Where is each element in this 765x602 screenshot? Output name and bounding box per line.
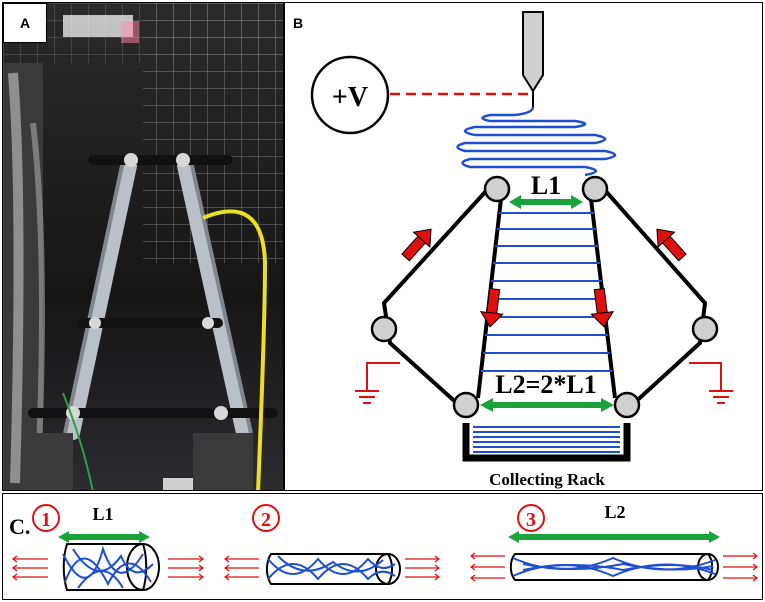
step-3-number: 3 bbox=[526, 509, 536, 531]
panel-b-label: B bbox=[293, 15, 304, 31]
panel-a-label: A bbox=[3, 3, 47, 43]
needle-icon bbox=[522, 11, 544, 107]
red-arrow-right-down bbox=[590, 287, 615, 328]
schematic-panel: B +V bbox=[284, 2, 763, 491]
step-1-number: 1 bbox=[41, 509, 51, 531]
red-arrow-left-up bbox=[401, 228, 432, 262]
photo-panel: A bbox=[2, 2, 284, 491]
roller-icon bbox=[370, 175, 719, 419]
bundle-1 bbox=[62, 543, 160, 591]
fiber-bundle-panel: C. 1 L1 2 bbox=[2, 493, 763, 600]
bundle-2 bbox=[265, 553, 401, 585]
l1-label: L1 bbox=[531, 171, 561, 200]
step-2-number: 2 bbox=[261, 509, 271, 531]
red-arrow-left-down bbox=[479, 287, 504, 328]
step-2-marker bbox=[252, 504, 280, 532]
ground-left-icon bbox=[355, 362, 400, 404]
bundle-diagram: C. 1 L1 2 bbox=[9, 502, 758, 591]
panel-c-label: C. bbox=[9, 514, 30, 539]
bundle-3 bbox=[509, 553, 719, 581]
collecting-rack bbox=[462, 423, 631, 462]
aligned-fibers bbox=[481, 212, 612, 372]
red-arrow-right-up bbox=[656, 228, 687, 262]
tension-arrows bbox=[12, 552, 758, 582]
step-3-length: L2 bbox=[604, 502, 625, 522]
rack-label: Collecting Rack bbox=[489, 470, 605, 489]
step-1-length: L1 bbox=[92, 504, 113, 524]
voltage-source bbox=[310, 55, 390, 135]
electrospinning-diagram: +V bbox=[310, 11, 733, 489]
ground-right-icon bbox=[689, 362, 733, 404]
step-3-marker bbox=[517, 504, 545, 532]
l2-label: L2=2*L1 bbox=[495, 370, 597, 399]
step-1-marker bbox=[32, 504, 60, 532]
fiber-jet bbox=[456, 106, 617, 177]
voltage-label: +V bbox=[332, 82, 368, 113]
apparatus-photo bbox=[3, 3, 283, 490]
